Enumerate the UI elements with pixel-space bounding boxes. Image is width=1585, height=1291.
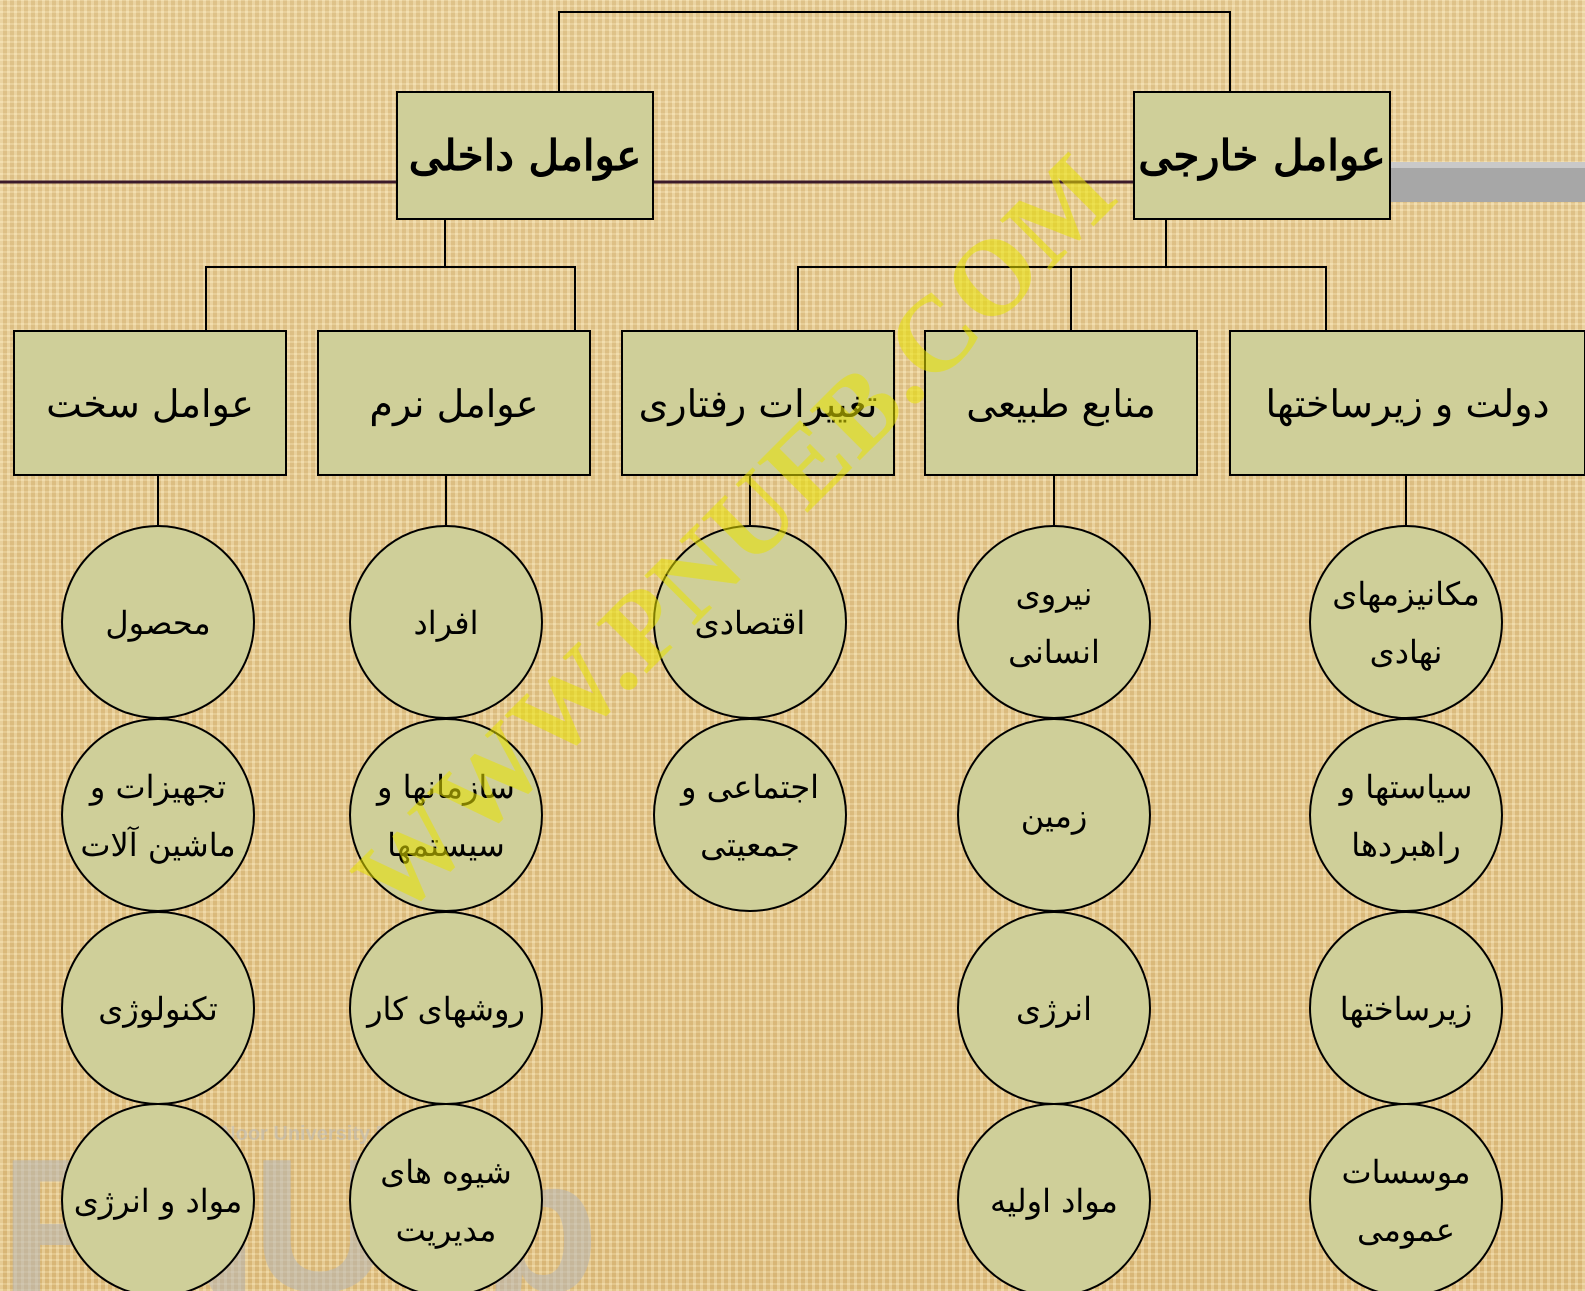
circle-node-government-1: سیاستها و راهبردها (1309, 718, 1503, 912)
circle-node-soft-2: روشهای کار (349, 911, 543, 1105)
circle-label-government-0-1: نهادی (1370, 633, 1443, 671)
circle-node-hard-3: مواد و انرژی (61, 1103, 255, 1291)
category-box-natural: منابع طبیعی (924, 330, 1198, 476)
circle-node-soft-3: شیوه های مدیریت (349, 1103, 543, 1291)
circle-node-behavioral-1: اجتماعی و جمعیتی (653, 718, 847, 912)
circle-node-hard-0: محصول (61, 525, 255, 719)
category-box-soft: عوامل نرم (317, 330, 591, 476)
circle-node-natural-1: زمین (957, 718, 1151, 912)
circle-node-soft-0: افراد (349, 525, 543, 719)
category-box-behavioral: تغییرات رفتاری (621, 330, 895, 476)
circle-label-natural-1-0: زمین (1021, 797, 1088, 835)
category-label-soft: عوامل نرم (369, 382, 538, 427)
categories-layer: عوامل سخت عوامل نرم تغییرات رفتاری منابع طب… (13, 330, 1585, 476)
circle-label-behavioral-1-0: اجتماعی و (679, 768, 819, 806)
circle-node-natural-0: نیروی انسانی (957, 525, 1151, 719)
circles-layer: محصول تجهیزات و ماشین آلات تکنولوژی مواد و ا… (61, 525, 1503, 1291)
circle-label-government-0-0: مکانیزمهای (1332, 575, 1479, 613)
circle-label-hard-0-0: محصول (105, 604, 210, 642)
circle-node-government-3: موسسات عمومی (1309, 1103, 1503, 1291)
circle-label-government-2-0: زیرساختها (1340, 990, 1473, 1028)
circle-label-soft-2-0: روشهای کار (365, 990, 525, 1028)
root-box-internal: عوامل داخلی (396, 91, 654, 220)
circle-node-government-0: مکانیزمهای نهادی (1309, 525, 1503, 719)
category-box-government: دولت و زیرساختها (1229, 330, 1585, 476)
circle-node-soft-1: سازمانها و سیستمها (349, 718, 543, 912)
circle-label-hard-1-1: ماشین آلات (80, 825, 235, 864)
header-band-gray-light (1385, 162, 1585, 168)
circle-label-behavioral-1-1: جمعیتی (700, 826, 800, 864)
connectors (157, 11, 1407, 525)
circle-label-natural-0-0: نیروی (1016, 575, 1093, 613)
category-label-natural: منابع طبیعی (966, 382, 1155, 427)
circle-label-hard-1-0: تجهیزات و (88, 768, 226, 806)
header-band-gray (1385, 166, 1585, 202)
root-label-external: عوامل خارجی (1138, 131, 1385, 181)
circle-label-hard-3-0: مواد و انرژی (74, 1182, 243, 1220)
circle-node-natural-2: انرژی (957, 911, 1151, 1105)
circle-node-hard-2: تکنولوژی (61, 911, 255, 1105)
circle-label-government-3-1: عمومی (1357, 1211, 1455, 1249)
root-label-internal: عوامل داخلی (409, 131, 642, 181)
circle-node-government-2: زیرساختها (1309, 911, 1503, 1105)
circle-label-soft-1-1: سیستمها (387, 826, 505, 864)
circle-label-behavioral-0-0: اقتصادی (695, 604, 806, 642)
category-label-hard: عوامل سخت (46, 382, 254, 427)
root-box-external: عوامل خارجی (1133, 91, 1391, 220)
circle-label-natural-0-1: انسانی (1008, 633, 1100, 671)
category-label-behavioral: تغییرات رفتاری (639, 382, 878, 427)
circle-label-soft-3-1: مدیریت (396, 1211, 497, 1249)
circle-node-hard-1: تجهیزات و ماشین آلات (61, 718, 255, 912)
circle-node-behavioral-0: اقتصادی (653, 525, 847, 719)
circle-label-government-1-1: راهبردها (1351, 826, 1460, 864)
circle-label-natural-3-0: مواد اولیه (990, 1182, 1118, 1220)
circle-label-soft-1-0: سازمانها و (375, 768, 515, 806)
circle-label-soft-0-0: افراد (414, 604, 479, 642)
circle-node-natural-3: مواد اولیه (957, 1103, 1151, 1291)
circle-label-government-3-0: موسسات (1342, 1153, 1471, 1191)
circle-label-soft-3-0: شیوه های (380, 1153, 512, 1191)
circle-label-government-1-0: سیاستها و (1338, 768, 1473, 806)
category-label-government: دولت و زیرساختها (1265, 382, 1549, 427)
circle-label-natural-2-0: انرژی (1016, 990, 1092, 1028)
category-box-hard: عوامل سخت (13, 330, 287, 476)
circle-label-hard-2-0: تکنولوژی (98, 990, 218, 1028)
